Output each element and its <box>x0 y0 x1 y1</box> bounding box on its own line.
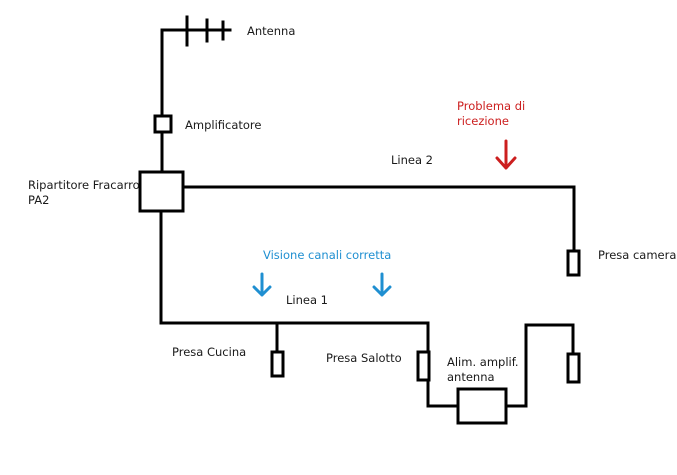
line-2-cable <box>181 185 576 253</box>
kitchen-socket-label: Presa Cucina <box>172 345 247 359</box>
power-supply-label: Alim. amplif. antenna <box>447 355 519 384</box>
ok-arrows-icon <box>252 272 392 297</box>
line-2-label: Linea 2 <box>391 153 433 167</box>
amplifier-box <box>153 114 173 134</box>
power-supply-cable <box>426 323 575 408</box>
correct-viewing-label: Visione canali corretta <box>263 248 392 262</box>
power-supply-box <box>456 387 508 425</box>
problem-arrow-icon <box>495 139 517 170</box>
line-1-cable <box>159 209 430 354</box>
splitter-label: Ripartitore Fracarro PA2 <box>28 178 140 207</box>
antenna-elements <box>185 15 225 47</box>
living-socket <box>416 350 431 382</box>
living-socket-label: Presa Salotto <box>326 351 402 365</box>
antenna-mast <box>160 28 232 118</box>
right-socket <box>566 352 581 384</box>
kitchen-socket <box>270 350 285 378</box>
amplifier-label: Amplificatore <box>185 118 262 132</box>
antenna-label: Antenna <box>247 24 296 38</box>
bedroom-socket-label: Presa camera <box>598 248 677 262</box>
problem-label: Problema di ricezione <box>457 99 526 128</box>
bedroom-socket <box>566 249 581 277</box>
splitter-box <box>138 170 185 213</box>
line-1-label: Linea 1 <box>286 293 328 307</box>
